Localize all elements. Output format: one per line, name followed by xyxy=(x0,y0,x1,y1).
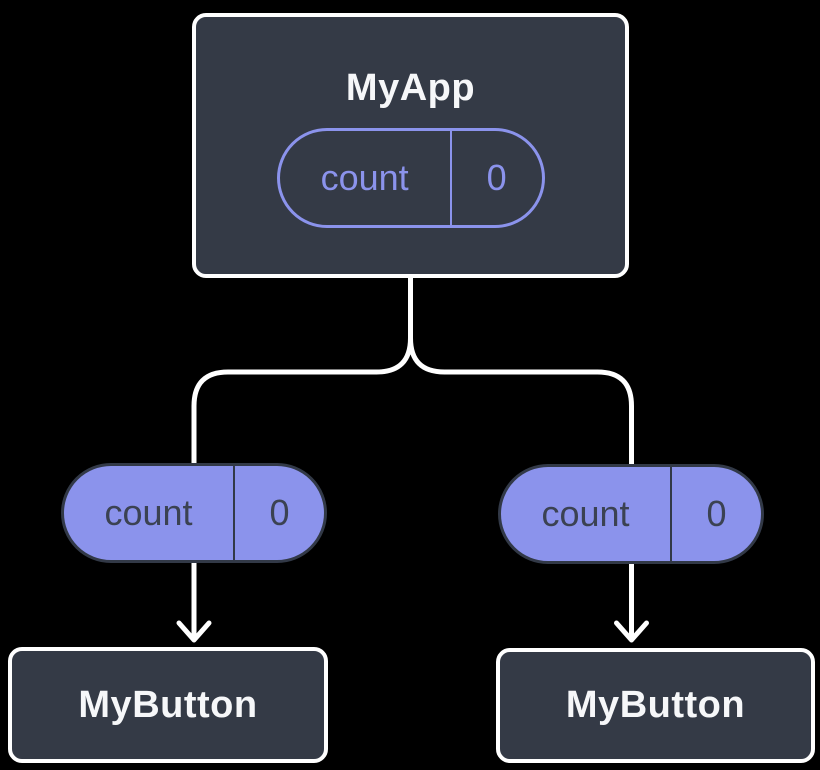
prop-pill-left: count 0 xyxy=(61,463,327,563)
connector-root-to-right-pill xyxy=(408,275,634,467)
arrow-right-head-icon xyxy=(614,620,649,643)
node-mybutton-left: MyButton xyxy=(8,647,328,763)
state-pill-myapp-value: 0 xyxy=(486,157,507,198)
connector-root-to-left-pill xyxy=(191,275,413,467)
node-mybutton-left-label: MyButton xyxy=(78,683,258,726)
prop-pill-right-value: 0 xyxy=(706,493,727,534)
node-mybutton-right: MyButton xyxy=(496,648,815,763)
state-pill-myapp-name: count xyxy=(280,131,452,225)
prop-pill-left-name: count xyxy=(64,466,235,560)
node-myapp: MyApp count 0 xyxy=(192,13,629,278)
node-mybutton-right-label: MyButton xyxy=(565,684,746,726)
node-myapp-label: MyApp xyxy=(345,67,476,109)
prop-pill-right-name: count xyxy=(501,467,672,561)
arrow-left-head-icon xyxy=(176,620,212,643)
prop-pill-left-value: 0 xyxy=(269,492,290,533)
state-pill-myapp: count 0 xyxy=(276,128,545,228)
prop-pill-right: count 0 xyxy=(498,464,764,564)
